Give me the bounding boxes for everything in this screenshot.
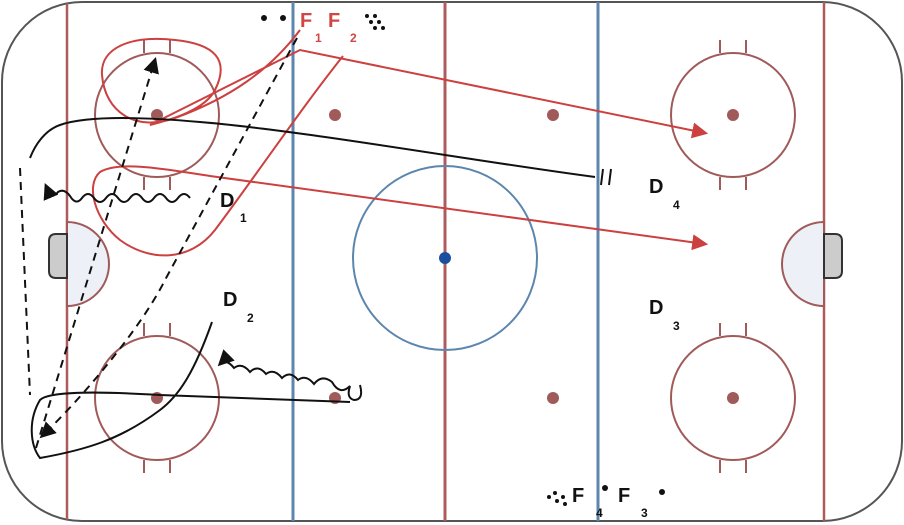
d2-puck-carry-path	[217, 349, 363, 402]
svg-text:3: 3	[673, 319, 680, 333]
f2-skate-path	[91, 55, 709, 257]
neutral-dot-right-bottom	[547, 392, 559, 404]
svg-text:2: 2	[247, 311, 254, 325]
player-d4: D 4	[649, 176, 680, 212]
right-bottom-faceoff-dot	[727, 392, 739, 404]
right-net	[823, 233, 843, 279]
f4-puck-dot	[602, 485, 608, 491]
f1-skate-path	[100, 29, 709, 139]
svg-text:3: 3	[641, 506, 648, 520]
svg-text:F: F	[300, 10, 312, 32]
neutral-dot-right-top	[547, 109, 559, 121]
center-faceoff-circle	[352, 165, 538, 351]
player-f2: F 2	[328, 10, 357, 45]
player-f1: F 1	[300, 10, 322, 45]
svg-text:F: F	[572, 485, 584, 507]
svg-text:D: D	[649, 297, 663, 319]
player-f3: F 3	[618, 485, 648, 520]
svg-text:D: D	[223, 289, 237, 311]
center-faceoff-dot	[439, 252, 451, 264]
f1-puck-dot-2	[280, 15, 286, 21]
player-d1: D 1	[220, 190, 247, 225]
left-top-faceoff-circle	[94, 40, 220, 190]
svg-text:F: F	[328, 10, 340, 32]
pass-line-upper	[35, 56, 159, 449]
player-f4: F 4	[572, 485, 603, 520]
player-d2: D 2	[223, 289, 254, 325]
pass-line-outer	[39, 37, 298, 439]
right-crease	[781, 220, 825, 308]
right-bottom-faceoff-circle	[670, 323, 796, 473]
pucks-group-top	[365, 14, 385, 30]
left-net	[48, 233, 68, 279]
svg-text:F: F	[618, 485, 630, 507]
pucks-group-bottom	[547, 491, 567, 506]
d1-puck-carry-path	[43, 183, 191, 203]
svg-text:1: 1	[315, 31, 322, 45]
svg-text:D: D	[220, 190, 234, 212]
svg-text:2: 2	[350, 31, 357, 45]
svg-text:1: 1	[240, 211, 247, 225]
d4-stop-mark-2	[608, 168, 612, 186]
d4-skate-path	[29, 117, 596, 178]
right-top-faceoff-circle	[670, 40, 796, 190]
player-d3: D 3	[649, 297, 680, 333]
f1-puck-dot	[261, 15, 267, 21]
svg-text:4: 4	[673, 198, 680, 212]
neutral-dot-left-top	[329, 109, 341, 121]
d2-skate-path	[30, 321, 351, 460]
svg-text:D: D	[649, 176, 663, 198]
f3-puck-dot	[659, 489, 665, 495]
svg-text:4: 4	[596, 506, 603, 520]
d4-stop-mark-1	[600, 168, 604, 186]
right-top-faceoff-dot	[727, 109, 739, 121]
pass-line-boards	[19, 167, 31, 396]
